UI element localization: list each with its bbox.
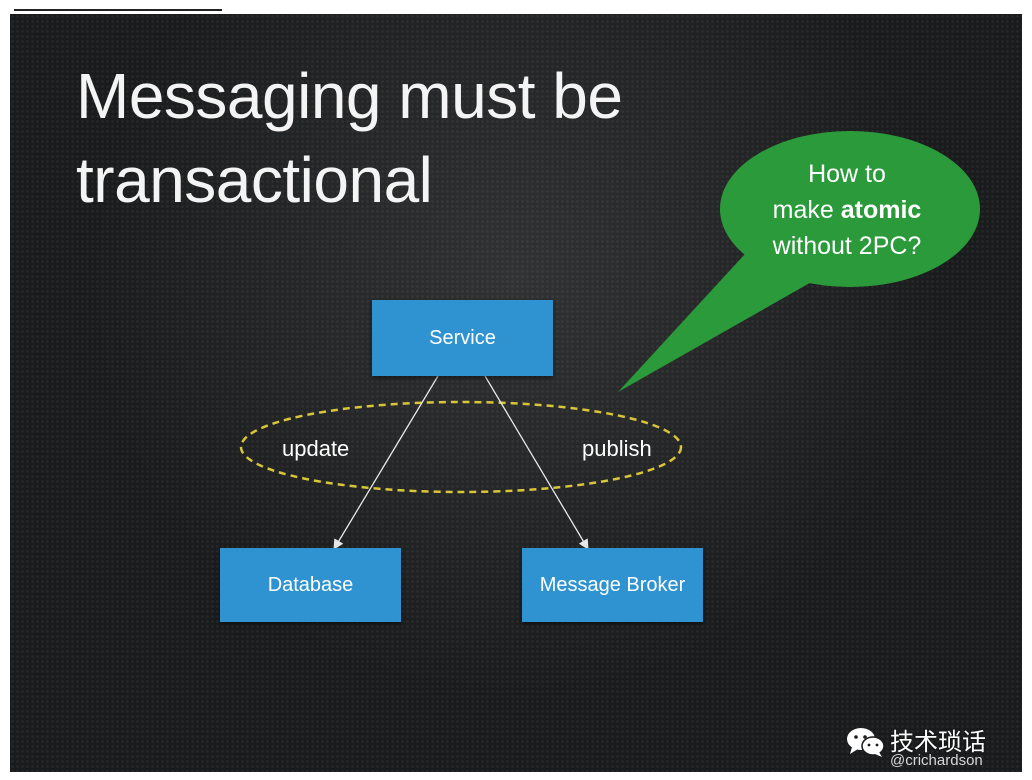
top-bar-line	[14, 9, 222, 11]
publish-label: publish	[582, 436, 652, 461]
speech-bubble-tail	[618, 254, 815, 392]
slide-title: Messaging must be transactional	[76, 54, 716, 222]
publish-arrow	[484, 375, 589, 550]
bubble-line-3: without 2PC?	[772, 232, 922, 260]
message-broker-node: Message Broker	[522, 548, 703, 622]
slide-title-line-1: Messaging must be	[76, 60, 623, 132]
bubble-line-1: How to	[808, 160, 886, 188]
slide-title-line-2: transactional	[76, 144, 433, 216]
bubble-line-2-bold: atomic	[840, 196, 922, 224]
watermark-handle: @crichardson	[890, 752, 983, 769]
speech-bubble-text: How to make atomic without 2PC?	[714, 156, 980, 264]
watermark-title: 技术琐话	[890, 728, 986, 756]
transaction-boundary-ellipse	[239, 400, 683, 494]
update-label: update	[282, 436, 350, 461]
speech-bubble	[720, 131, 980, 287]
wechat-icon	[847, 728, 885, 757]
bubble-line-2: make atomic	[714, 192, 980, 228]
diagram-canvas	[239, 131, 980, 550]
database-node: Database	[220, 548, 401, 622]
watermark: 技术琐话 @crichardson	[846, 722, 1016, 772]
slide: Messaging must be transactional Service …	[10, 14, 1022, 772]
update-arrow	[333, 375, 439, 550]
bubble-line-2-prefix: make	[772, 196, 841, 224]
top-bar	[0, 0, 1032, 14]
service-node: Service	[372, 300, 553, 376]
